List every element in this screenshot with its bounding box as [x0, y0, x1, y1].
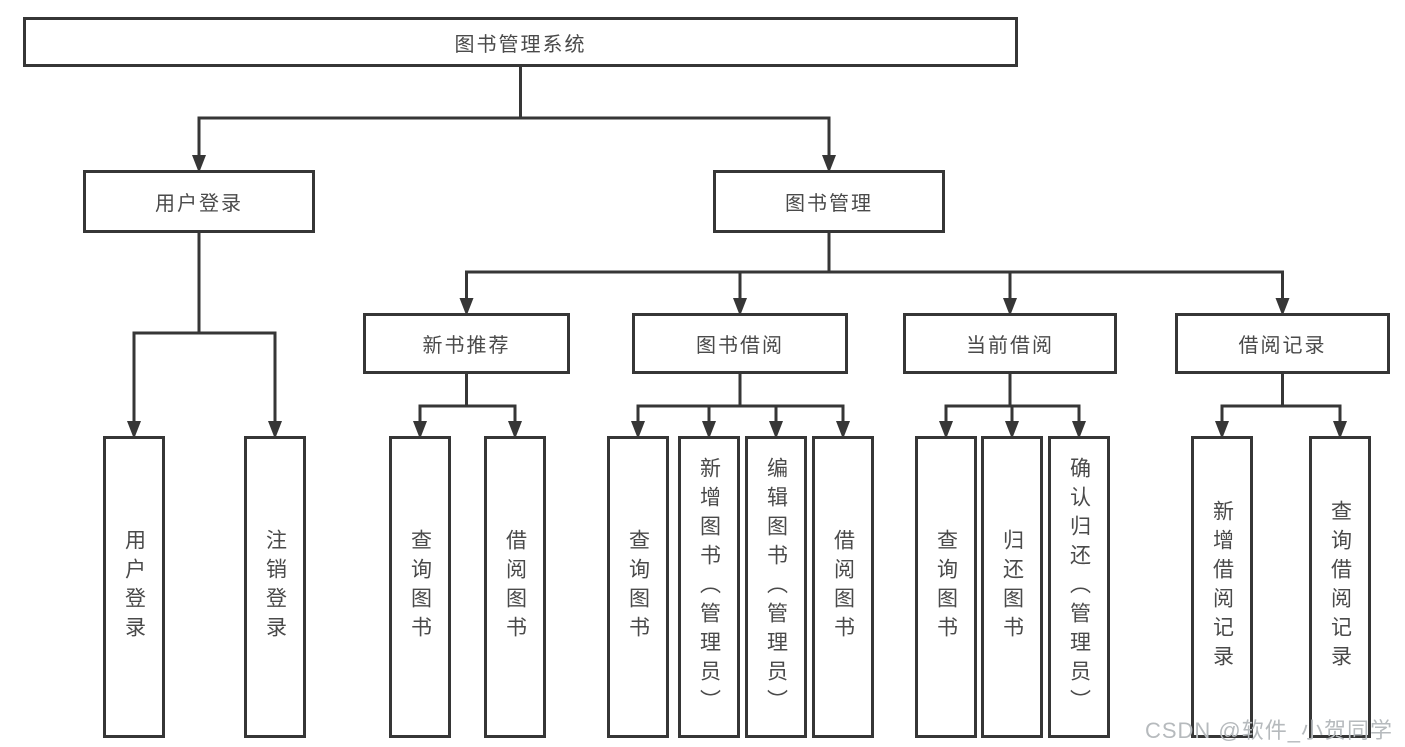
node-label: 借阅记录	[1238, 335, 1327, 357]
arrowhead-icon	[1072, 421, 1086, 439]
arrowhead-icon	[1215, 421, 1229, 439]
arrowhead-icon	[192, 155, 206, 173]
node-label: 新增图书（管理员）	[697, 456, 721, 718]
arrowhead-icon	[1275, 298, 1290, 316]
arrowhead-icon	[413, 421, 427, 439]
arrowhead-icon	[836, 421, 850, 439]
node-borrow-records: 借阅记录	[1175, 313, 1390, 374]
node-v-query-book-a: 查询图书	[389, 436, 451, 738]
node-v-borrow-book-a: 借阅图书	[484, 436, 546, 738]
node-book-borrow: 图书借阅	[632, 313, 848, 374]
node-label: 归还图书	[1000, 529, 1024, 645]
arrowhead-icon	[939, 421, 953, 439]
node-v-logout: 注销登录	[244, 436, 306, 738]
node-label: 图书借阅	[696, 335, 784, 357]
node-label: 查询借阅记录	[1328, 500, 1352, 674]
csdn-watermark: CSDN @软件_小贺同学	[1144, 718, 1393, 743]
node-label: 编辑图书（管理员）	[764, 456, 788, 718]
node-user-login: 用户登录	[83, 170, 315, 233]
node-label: 借阅图书	[503, 529, 527, 645]
arrowhead-icon	[733, 298, 747, 316]
node-label: 图书管理系统	[454, 33, 587, 56]
arrowhead-icon	[268, 421, 282, 439]
node-label: 用户登录	[122, 529, 146, 645]
node-label: 确认归还（管理员）	[1067, 456, 1091, 718]
node-label: 注销登录	[263, 529, 287, 645]
node-book-management: 图书管理	[713, 170, 945, 233]
node-label: 用户登录	[155, 193, 243, 215]
arrowhead-icon	[508, 421, 522, 439]
node-label: 借阅图书	[831, 529, 855, 645]
node-v-borrow-book-b: 借阅图书	[812, 436, 874, 738]
arrowhead-icon	[631, 421, 645, 439]
node-root: 图书管理系统	[23, 17, 1018, 67]
arrowhead-icon	[1003, 298, 1017, 316]
node-label: 新书推荐	[422, 335, 511, 357]
node-label: 图书管理	[785, 193, 873, 215]
node-v-edit-book-admin: 编辑图书（管理员）	[745, 436, 807, 738]
node-label: 当前借阅	[966, 335, 1054, 357]
arrowhead-icon	[769, 421, 783, 439]
node-label: 查询图书	[626, 529, 650, 645]
node-current-borrow: 当前借阅	[903, 313, 1117, 374]
node-v-query-book-c: 查询图书	[915, 436, 977, 738]
node-v-add-book-admin: 新增图书（管理员）	[678, 436, 740, 738]
arrowhead-icon	[459, 298, 474, 316]
arrowhead-icon	[702, 421, 716, 439]
node-v-add-borrow-record: 新增借阅记录	[1191, 436, 1253, 738]
node-label: 新增借阅记录	[1210, 500, 1234, 674]
node-v-return-book: 归还图书	[981, 436, 1043, 738]
arrowhead-icon	[1005, 421, 1019, 439]
node-v-query-book-b: 查询图书	[607, 436, 669, 738]
node-v-confirm-return: 确认归还（管理员）	[1048, 436, 1110, 738]
node-v-query-borrow-record: 查询借阅记录	[1309, 436, 1371, 738]
arrowhead-icon	[822, 155, 836, 173]
node-v-user-login: 用户登录	[103, 436, 165, 738]
node-new-book-recommend: 新书推荐	[363, 313, 570, 374]
arrowhead-icon	[1333, 421, 1347, 439]
node-label: 查询图书	[934, 529, 958, 645]
arrowhead-icon	[127, 421, 141, 439]
node-label: 查询图书	[408, 529, 432, 645]
